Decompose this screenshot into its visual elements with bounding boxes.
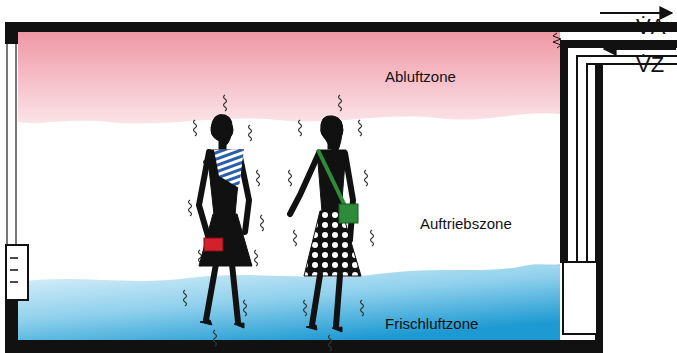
zone-label: Auftriebszone	[420, 215, 512, 232]
heat-squiggle	[289, 170, 292, 186]
air-diffuser	[563, 262, 597, 334]
heat-squiggle	[299, 120, 302, 136]
supply-arrow	[604, 48, 676, 50]
flow-rate-label: V̇Z	[636, 53, 664, 77]
radiator	[6, 245, 28, 300]
zone-fill	[18, 32, 560, 132]
heat-squiggle	[194, 120, 197, 136]
zone-label: Frischluftzone	[385, 315, 478, 332]
heat-squiggle	[294, 230, 297, 246]
ceiling-wall	[5, 22, 677, 32]
air-zone-band: Abluftzone	[18, 32, 560, 132]
left-wall	[5, 300, 18, 340]
duct-divider	[560, 40, 677, 48]
window	[7, 44, 16, 245]
heat-squiggle	[359, 120, 362, 136]
heat-squiggle	[255, 250, 258, 266]
heat-squiggle	[249, 125, 252, 141]
supply-duct	[577, 56, 677, 263]
exhaust-arrow	[600, 12, 672, 14]
zone-label: Abluftzone	[385, 68, 456, 85]
heat-squiggle	[257, 170, 260, 186]
heat-squiggle	[189, 200, 192, 216]
zone-fill	[18, 252, 560, 340]
radiator-detail	[10, 258, 18, 282]
air-zone-band: Auftriebszone	[18, 115, 560, 275]
flow-rate-label: V̇A	[636, 15, 665, 39]
heat-squiggle	[371, 230, 374, 246]
heat-squiggle	[365, 170, 368, 186]
floor-wall	[5, 340, 603, 353]
duct-wall	[560, 48, 568, 263]
air-zone-band: Frischluftzone	[18, 252, 560, 340]
zone-shape	[18, 32, 560, 124]
zone-shape	[18, 264, 560, 340]
left-wall	[5, 22, 18, 44]
heat-squiggle	[261, 215, 264, 231]
